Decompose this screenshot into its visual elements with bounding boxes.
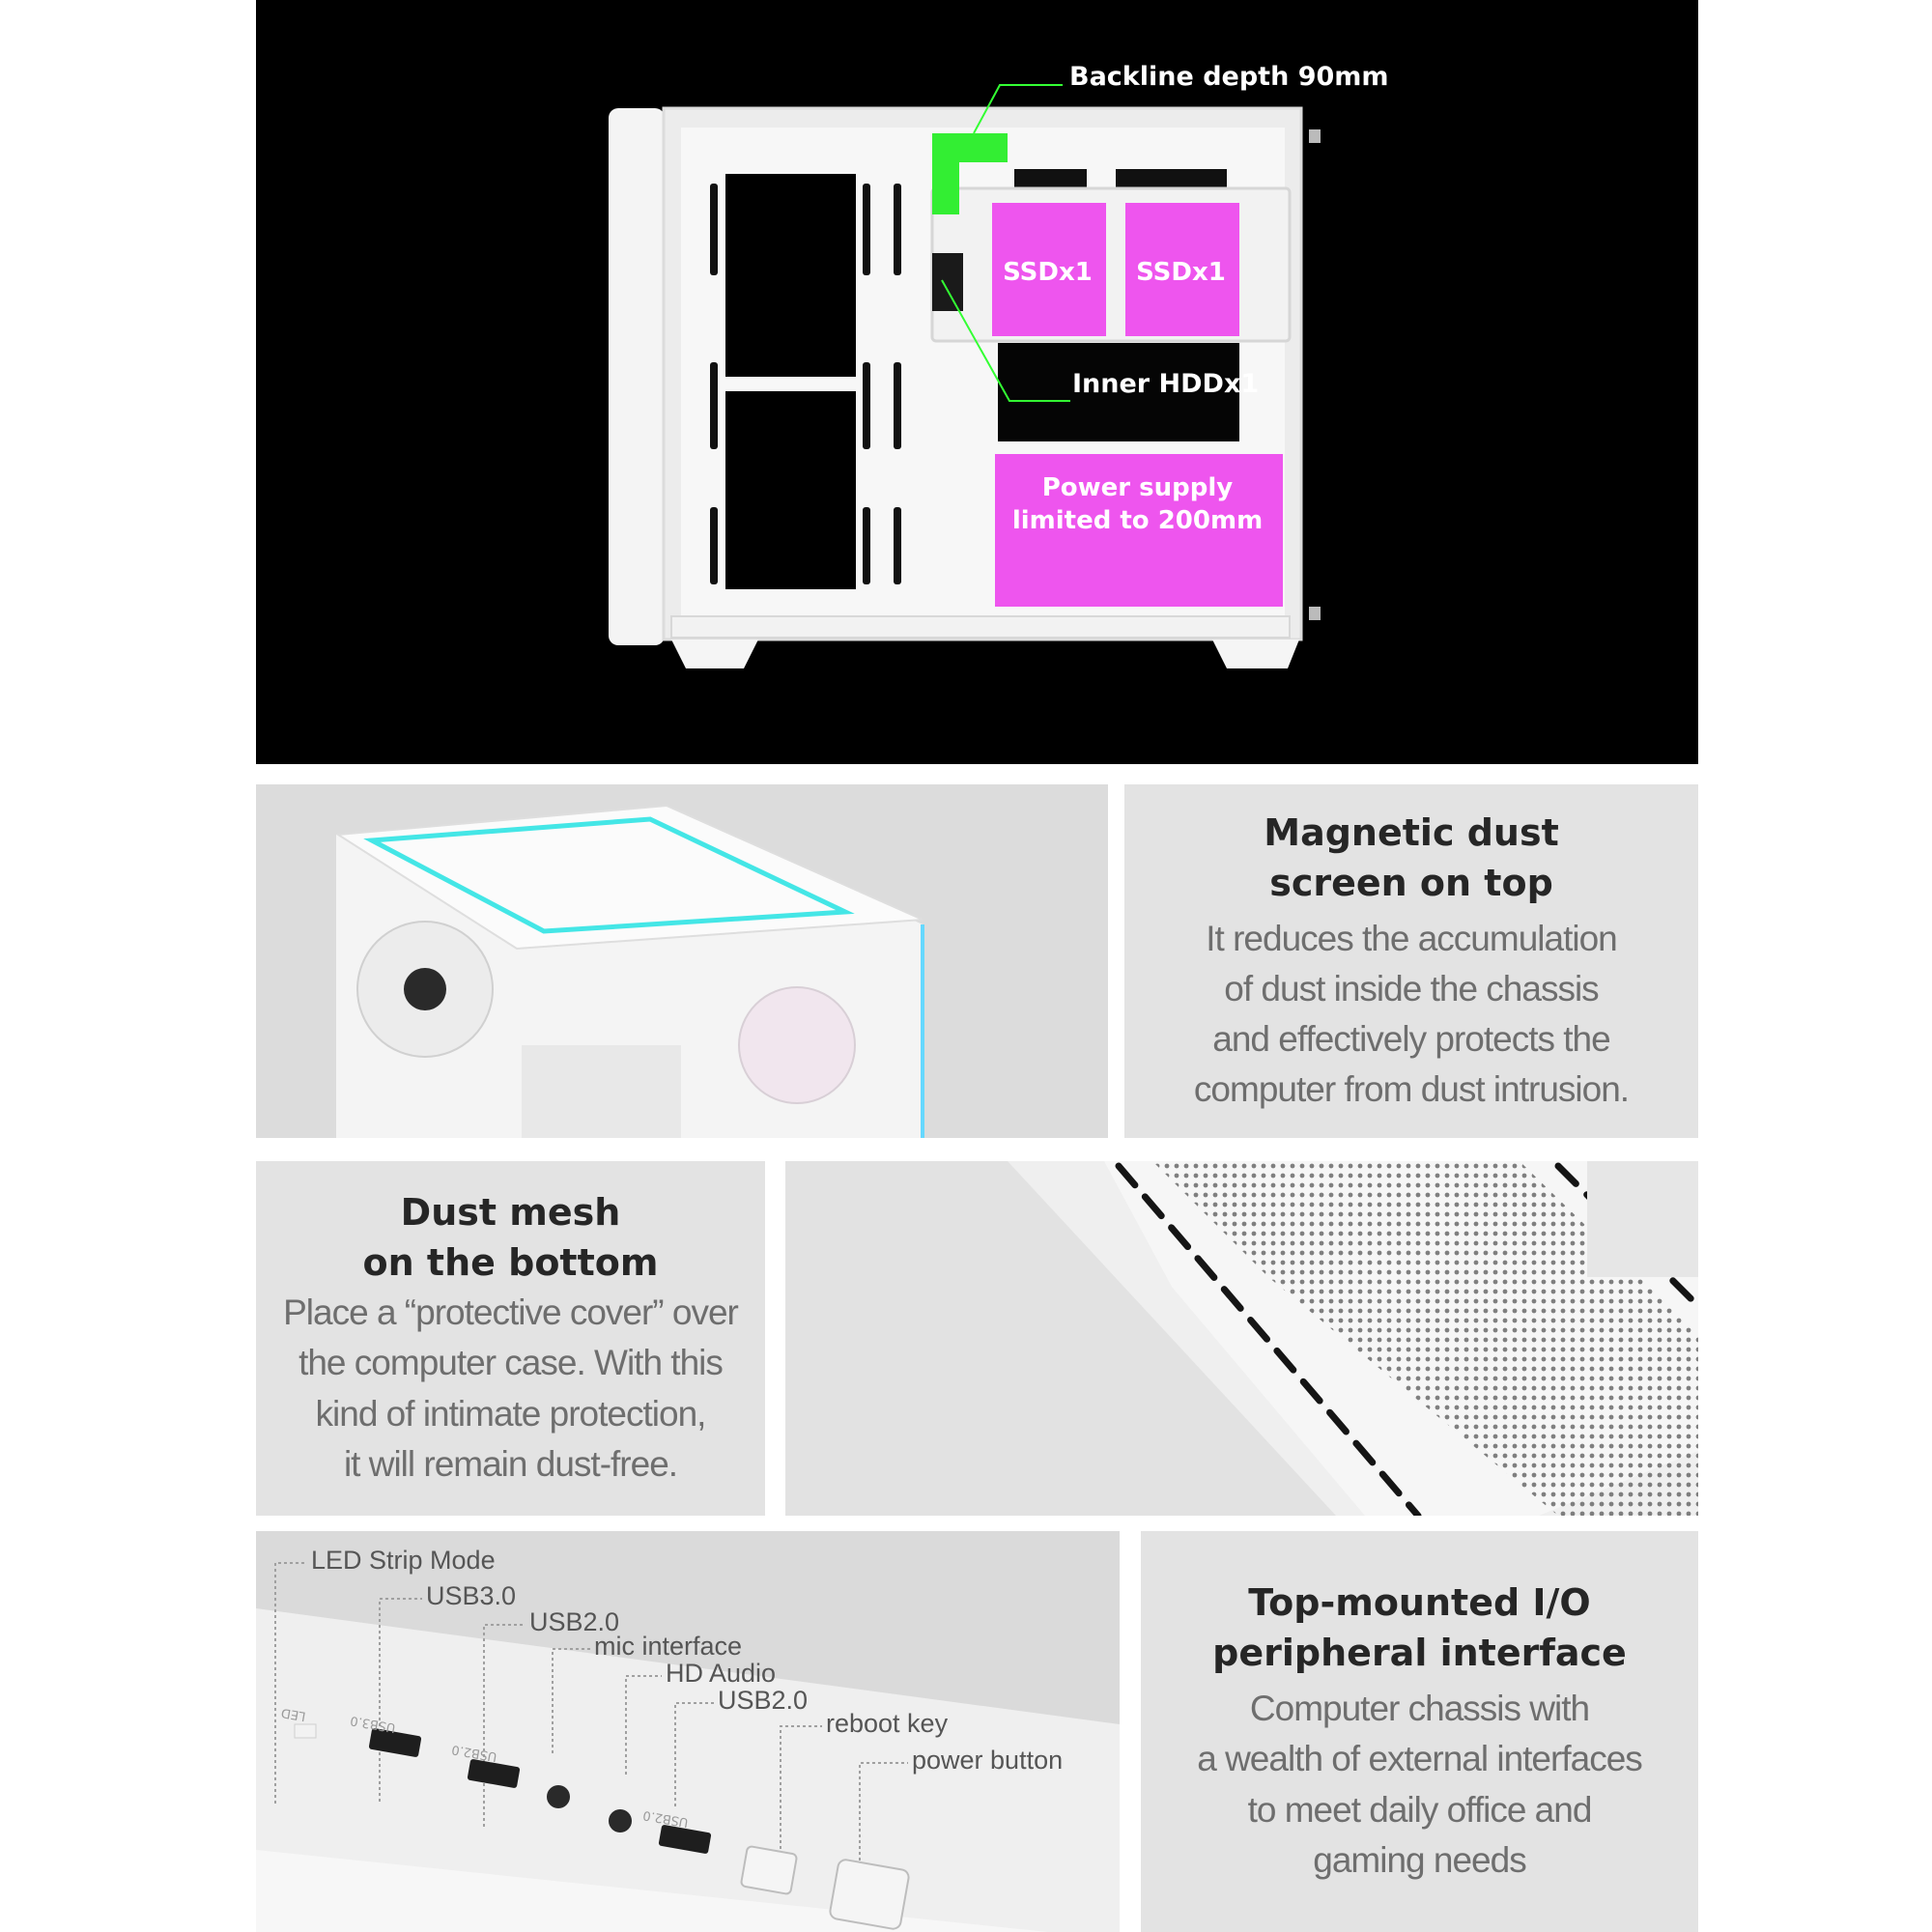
hdd-leader-line [941, 279, 1070, 402]
usb20-label-a: USB2.0 [529, 1607, 620, 1636]
mic-jack [547, 1785, 570, 1808]
mic-interface-label: mic interface [594, 1632, 743, 1661]
bottom-rail [670, 615, 1291, 639]
hd-audio-jack [609, 1809, 632, 1833]
foot-rear [1212, 639, 1299, 668]
ssd-zone-right [1125, 203, 1239, 336]
thumbscrew-top [1309, 129, 1321, 143]
chassis-side-diagram [609, 84, 1321, 668]
usb20-port-b [658, 1825, 712, 1854]
psu-area [522, 1045, 681, 1138]
top-io-section: Top-mounted I/O peripheral interface Com… [1141, 1531, 1698, 1932]
top-vent-right [1116, 169, 1227, 188]
tray-cutout-upper [725, 174, 856, 377]
chassis-layout-panel: Backline depth 90mm Inner HDDx1 SSDx1 SS… [256, 0, 1698, 764]
top-io-title: Top-mounted I/O peripheral interface [1212, 1581, 1627, 1675]
leader-lines [274, 1562, 908, 1913]
bottom-mesh-photo [785, 1161, 1698, 1516]
case-top-photo [256, 784, 1108, 1138]
dust-mesh-filter [1152, 1161, 1698, 1516]
ssd-zone-left [992, 203, 1106, 336]
bottom-mesh-illustration [1008, 1161, 1698, 1516]
psu-bay-opening [998, 343, 1239, 441]
thumbscrew-bottom [1309, 607, 1321, 620]
magnetic-dust-description: It reduces the accumulation of dust insi… [1193, 918, 1630, 1110]
usb30-label: USB3.0 [426, 1581, 517, 1610]
io-ports-illustration: LED USB3.0 USB2.0 USB2.0 [256, 1562, 1120, 1932]
power-button-label: power button [912, 1746, 1064, 1775]
backline-depth-zone [932, 133, 1008, 214]
io-ports-photo: LED USB3.0 USB2.0 USB2.0 LED Strip Mode … [256, 1531, 1120, 1932]
ssd-left-label: SSDx1 [1003, 258, 1093, 287]
top-io-description: Computer chassis with a wealth of extern… [1197, 1689, 1643, 1880]
psu-limit-label: Power supply limited to 200mm [1011, 473, 1264, 536]
case-top-surface [334, 804, 923, 951]
backline-depth-label: Backline depth 90mm [1069, 62, 1389, 92]
reboot-key [740, 1845, 798, 1895]
inner-hdd-slot [932, 253, 963, 311]
dust-mesh-section: Dust mesh on the bottom Place a “protect… [256, 1161, 765, 1516]
psu-zone [995, 454, 1283, 607]
case-top-illustration [334, 804, 924, 1138]
reboot-key-label: reboot key [826, 1709, 949, 1738]
port-mark-led: LED [280, 1705, 307, 1723]
inner-hdd-label: Inner HDDx1 [1072, 369, 1260, 399]
side-fan [738, 986, 856, 1104]
ssd-right-label: SSDx1 [1136, 258, 1226, 287]
front-panel [609, 108, 665, 645]
magnetic-dust-section: Magnetic dust screen on top It reduces t… [1124, 784, 1698, 1138]
led-strip-mode-label: LED Strip Mode [311, 1546, 496, 1575]
cable-slots [710, 184, 901, 584]
led-mode-button [294, 1723, 317, 1739]
magnetic-dust-screen [363, 816, 855, 934]
backline-leader-line [973, 84, 1063, 134]
hd-audio-label: HD Audio [666, 1659, 777, 1688]
dust-mesh-description: Place a “protective cover” over the comp… [283, 1293, 739, 1484]
dust-mesh-title: Dust mesh on the bottom [362, 1191, 659, 1285]
usb20-label-b: USB2.0 [718, 1686, 809, 1715]
magnetic-dust-title: Magnetic dust screen on top [1264, 810, 1559, 904]
tray-cutout-lower [725, 391, 856, 589]
usb20-port-a [467, 1759, 521, 1788]
power-button [829, 1859, 910, 1930]
foot-front [671, 639, 758, 668]
usb30-port [368, 1728, 422, 1757]
top-vent-left [1014, 169, 1087, 188]
